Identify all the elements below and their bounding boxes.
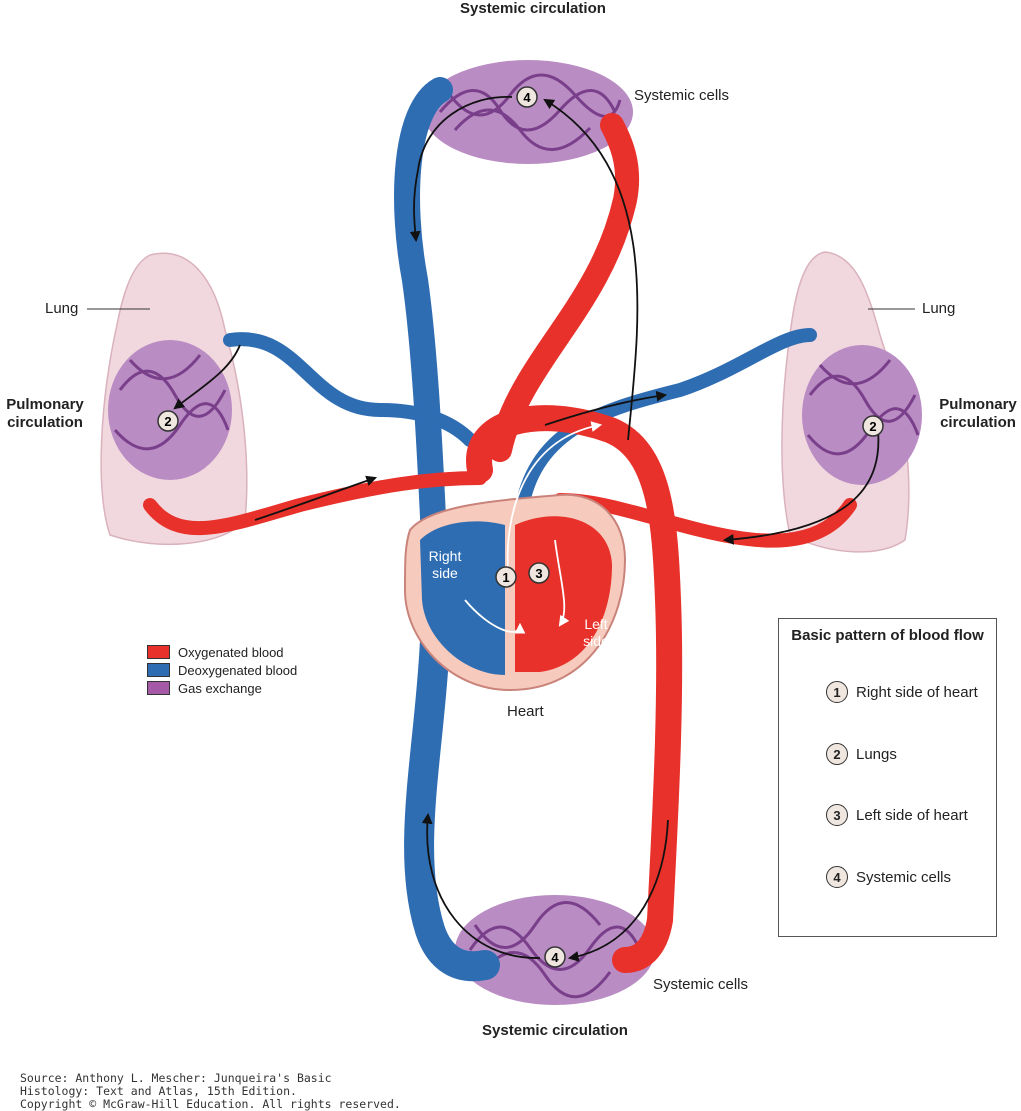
step-label: Right side of heart [856, 683, 978, 701]
systemic-cells-top-label: Systemic cells [634, 87, 730, 104]
step-label: Left side of heart [856, 806, 968, 824]
source-line: Copyright © McGraw-Hill Education. All r… [20, 1097, 401, 1111]
pulmonary-circulation-right-label: Pulmonary circulation [939, 396, 1017, 431]
svg-text:1: 1 [502, 570, 509, 585]
left-side-label: Left side [583, 616, 609, 649]
pulmonary-circulation-left-label: Pulmonary circulation [6, 396, 84, 431]
inferior-vena-cava [404, 625, 500, 982]
step-label: Systemic cells [856, 868, 952, 886]
lung-left-label: Lung [45, 300, 79, 317]
step-number: 4 [826, 866, 848, 888]
pattern-step-1: 1 Right side of heart [826, 681, 978, 703]
step-number: 3 [826, 804, 848, 826]
legend-label: Gas exchange [178, 680, 262, 696]
legend-gas-exchange: Gas exchange [147, 679, 297, 697]
step-label: Lungs [856, 745, 897, 763]
legend-swatch-oxygenated [147, 645, 170, 659]
right-side-label: Right side [428, 548, 462, 581]
source-line: Histology: Text and Atlas, 15th Edition. [20, 1084, 297, 1098]
step-number: 2 [826, 743, 848, 765]
marker-4-bottom: 4 [544, 946, 566, 968]
legend-deoxygenated: Deoxygenated blood [147, 661, 297, 679]
svg-text:2: 2 [869, 419, 876, 434]
marker-2-right: 2 [862, 415, 884, 437]
pattern-box-title: Basic pattern of blood flow [791, 627, 984, 644]
blood-flow-pattern-box: Basic pattern of blood flow 1 Right side… [778, 618, 997, 937]
superior-vena-cava [394, 77, 453, 573]
marker-1: 1 [495, 566, 517, 588]
step-number: 1 [826, 681, 848, 703]
right-lung-capillaries [802, 345, 922, 485]
pattern-step-3: 3 Left side of heart [826, 804, 968, 826]
legend-swatch-deoxygenated [147, 663, 170, 677]
systemic-cells-bottom-label: Systemic cells [653, 976, 749, 993]
legend-label: Deoxygenated blood [178, 662, 298, 678]
svg-text:3: 3 [535, 566, 542, 581]
marker-4-top: 4 [516, 86, 538, 108]
heart-label: Heart [507, 703, 544, 720]
marker-2-left: 2 [157, 410, 179, 432]
svg-text:4: 4 [523, 90, 531, 105]
source-line: Source: Anthony L. Mescher: Junqueira's … [20, 1071, 332, 1085]
descending-aorta [466, 405, 683, 973]
source-credit: Source: Anthony L. Mescher: Junqueira's … [20, 1072, 401, 1111]
legend-swatch-gas-exchange [147, 681, 170, 695]
svg-text:2: 2 [164, 414, 171, 429]
systemic-circulation-bottom-label: Systemic circulation [482, 1022, 628, 1039]
top-capillary-bed [423, 60, 633, 164]
lung-right-label: Lung [922, 300, 956, 317]
right-pulmonary-artery [513, 328, 817, 527]
pattern-step-4: 4 Systemic cells [826, 866, 951, 888]
marker-3: 3 [528, 562, 550, 584]
flow-arrows [173, 96, 880, 962]
legend: Oxygenated blood Deoxygenated blood Gas … [147, 643, 297, 697]
heart [403, 493, 627, 692]
svg-text:4: 4 [551, 950, 559, 965]
legend-oxygenated: Oxygenated blood [147, 643, 297, 661]
left-lung-capillaries [108, 340, 232, 480]
pattern-step-2: 2 Lungs [826, 743, 897, 765]
ascending-aorta [488, 113, 640, 462]
heart-flow-arrows [464, 421, 603, 634]
left-pulmonary-artery [223, 332, 477, 447]
legend-label: Oxygenated blood [178, 644, 284, 660]
systemic-circulation-top-label: Systemic circulation [460, 0, 606, 17]
